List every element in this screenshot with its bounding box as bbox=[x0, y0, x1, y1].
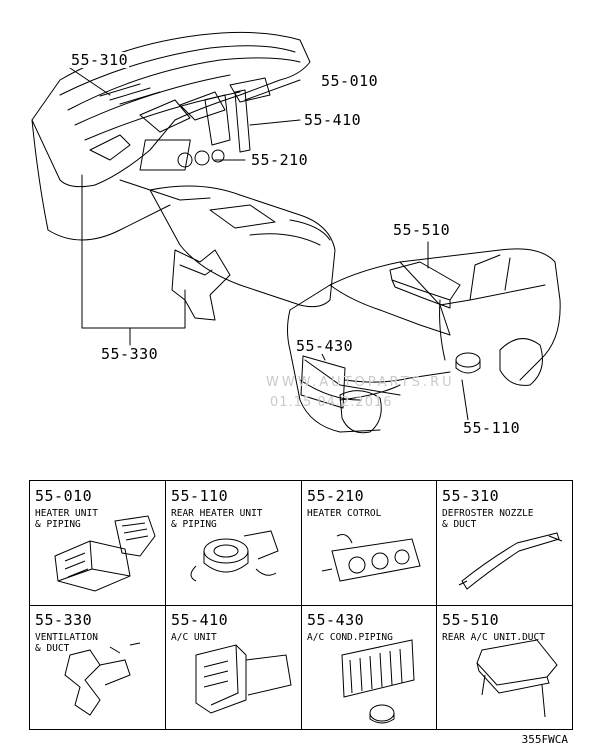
parts-cell-55-330[interactable]: 55-330 VENTILATION & DUCT bbox=[30, 605, 166, 729]
rear-heater-unit-icon bbox=[190, 530, 279, 582]
callout-55-330[interactable]: 55-330 bbox=[100, 345, 160, 363]
callout-55-510[interactable]: 55-510 bbox=[392, 221, 452, 239]
part-desc: HEATER COTROL bbox=[307, 508, 382, 519]
parts-cell-55-310[interactable]: 55-310 DEFROSTER NOZZLE & DUCT bbox=[437, 481, 573, 605]
part-desc: REAR HEATER UNIT & PIPING bbox=[171, 508, 263, 530]
watermark-line-1: WWW.AUTOPARTS.RU bbox=[266, 375, 455, 390]
part-code: 55-330 bbox=[35, 611, 93, 629]
parts-cell-55-010[interactable]: 55-010 HEATER UNIT & PIPING bbox=[30, 481, 166, 605]
parts-cell-55-410[interactable]: 55-410 A/C UNIT bbox=[166, 605, 302, 729]
figure-code: 355FWCA bbox=[521, 733, 568, 746]
console-drawing bbox=[149, 185, 336, 308]
ac-condenser-drawing bbox=[300, 349, 451, 409]
part-code: 55-510 bbox=[442, 611, 500, 629]
part-code: 55-410 bbox=[171, 611, 229, 629]
heater-control-drawing bbox=[139, 89, 251, 171]
part-desc: A/C COND.PIPING bbox=[307, 632, 393, 643]
ventilation-duct-drawing bbox=[171, 249, 231, 321]
part-code: 55-210 bbox=[307, 487, 365, 505]
parts-cell-55-210[interactable]: 55-210 HEATER COTROL bbox=[302, 481, 438, 605]
part-code: 55-310 bbox=[442, 487, 500, 505]
rear-heater-drawing bbox=[455, 352, 481, 421]
rear-ac-unit-drawing bbox=[389, 241, 461, 361]
defroster-nozzle-icon bbox=[458, 532, 563, 590]
parts-cell-55-510[interactable]: 55-510 REAR A/C UNIT.DUCT bbox=[437, 605, 573, 729]
part-desc: A/C UNIT bbox=[171, 632, 217, 643]
ac-condenser-icon bbox=[341, 639, 415, 724]
callout-55-310[interactable]: 55-310 bbox=[70, 51, 130, 69]
parts-cell-55-110[interactable]: 55-110 REAR HEATER UNIT & PIPING bbox=[166, 481, 302, 605]
callout-55-010[interactable]: 55-010 bbox=[320, 72, 380, 90]
ventilation-duct-icon bbox=[64, 642, 141, 716]
ac-unit-icon bbox=[195, 644, 292, 714]
vehicle-drawing bbox=[287, 248, 561, 434]
rear-ac-unit-icon bbox=[476, 639, 558, 718]
part-desc: REAR A/C UNIT.DUCT bbox=[442, 632, 545, 643]
part-code: 55-430 bbox=[307, 611, 365, 629]
callout-55-430[interactable]: 55-430 bbox=[295, 337, 355, 355]
callout-55-110[interactable]: 55-110 bbox=[462, 419, 522, 437]
part-code: 55-010 bbox=[35, 487, 93, 505]
callout-55-210[interactable]: 55-210 bbox=[250, 151, 310, 169]
exploded-view-diagram bbox=[31, 31, 561, 434]
parts-cell-55-430[interactable]: 55-430 A/C COND.PIPING bbox=[302, 605, 438, 729]
heater-unit-icon bbox=[54, 515, 156, 592]
part-desc: HEATER UNIT & PIPING bbox=[35, 508, 98, 530]
part-code: 55-110 bbox=[171, 487, 229, 505]
heater-control-icon bbox=[321, 534, 421, 582]
parts-index-table: 55-010 HEATER UNIT & PIPING 55-110 REAR … bbox=[29, 480, 573, 730]
part-desc: DEFROSTER NOZZLE & DUCT bbox=[442, 508, 534, 530]
callout-55-410[interactable]: 55-410 bbox=[303, 111, 363, 129]
part-desc: VENTILATION & DUCT bbox=[35, 632, 98, 654]
watermark-line-2: 01.15 04.2.2016 bbox=[270, 395, 393, 410]
